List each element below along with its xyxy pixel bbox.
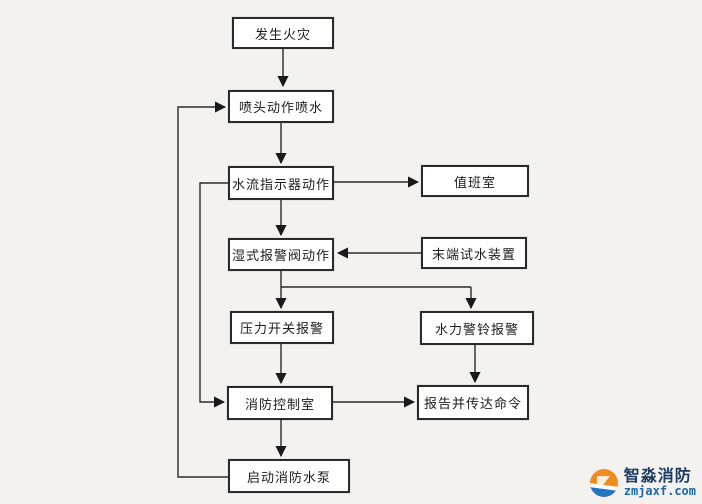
node-wet-valve: 湿式报警阀动作 <box>228 238 334 271</box>
node-end-test: 末端试水装置 <box>421 237 527 269</box>
node-sprinkler: 喷头动作喷水 <box>228 90 334 123</box>
edge-start-pump-to-sprinkler-loop <box>177 101 228 478</box>
node-hydraulic-bell: 水力警铃报警 <box>420 311 534 345</box>
node-flow-indicator: 水流指示器动作 <box>228 166 334 200</box>
node-start-pump: 启动消防水泵 <box>228 459 350 493</box>
node-fire: 发生火灾 <box>232 17 334 49</box>
brand-domain: zmjaxf.com <box>623 484 696 499</box>
brand-name: 智淼消防 <box>623 466 692 486</box>
node-control-room: 消防控制室 <box>227 386 333 420</box>
node-report: 报告并传达命令 <box>417 385 529 420</box>
edge-flow-indicator-to-control-room-loop <box>199 182 228 408</box>
node-duty-room: 值班室 <box>421 165 529 197</box>
brand-logo-icon <box>589 469 618 497</box>
node-pressure-switch: 压力开关报警 <box>230 311 334 344</box>
brand-watermark: 智淼消防 zmjaxf.com <box>589 466 696 499</box>
